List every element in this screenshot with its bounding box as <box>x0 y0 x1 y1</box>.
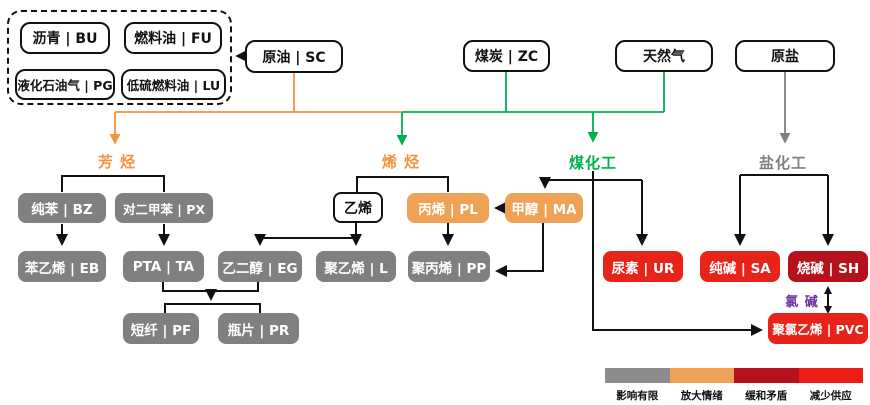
legend-swatches <box>605 368 863 383</box>
node-styrene: 苯乙烯 | EB <box>18 251 106 282</box>
node-polypropylene: 聚丙烯 | PP <box>408 251 490 282</box>
legend-label-limited-impact: 影响有限 <box>616 390 659 402</box>
node-pvc: 聚氯乙烯 | PVC <box>768 313 868 344</box>
legend-swatch-darkred <box>734 368 799 383</box>
node-urea: 尿素 | UR <box>603 251 683 282</box>
node-ethylene: 乙烯 <box>333 192 383 223</box>
node-staple-fiber: 短纤 | PF <box>123 313 199 344</box>
node-bitumen: 沥青 | BU <box>20 22 110 54</box>
node-caustic-soda: 烧碱 | SH <box>788 251 868 282</box>
label-chlor-alkali: 氯 碱 <box>785 295 819 310</box>
node-low-sulfur-fuel-oil: 低硫燃料油 | LU <box>121 69 226 100</box>
node-bottle-chip: 瓶片 | PR <box>218 313 299 344</box>
legend-label-reduced-supply: 减少供应 <box>809 390 852 402</box>
label-olefins: 烯 烃 <box>381 153 421 171</box>
node-natural-gas: 天然气 <box>615 40 713 72</box>
node-methanol: 甲醇 | MA <box>505 193 583 223</box>
node-coal: 煤炭 | ZC <box>463 40 550 72</box>
legend-swatch-gray <box>605 368 670 383</box>
node-pta: PTA | TA <box>123 251 204 282</box>
byproducts-group: 沥青 | BU 燃料油 | FU 液化石油气 | PG 低硫燃料油 | LU <box>7 10 232 105</box>
legend-swatch-red <box>798 368 863 383</box>
label-coal-chemical: 煤化工 <box>568 154 618 172</box>
legend-label-eased-tension: 缓和矛盾 <box>745 390 788 402</box>
node-polyethylene: 聚乙烯 | L <box>316 251 396 282</box>
label-salt-chemical: 盐化工 <box>758 154 808 172</box>
label-aromatics: 芳 烃 <box>97 153 137 171</box>
node-lpg: 液化石油气 | PG <box>15 69 115 100</box>
node-raw-salt: 原盐 <box>735 40 835 72</box>
node-soda-ash: 纯碱 | SA <box>700 251 780 282</box>
node-fuel-oil: 燃料油 | FU <box>124 22 222 54</box>
node-ethylene-glycol: 乙二醇 | EG <box>218 251 302 282</box>
legend-swatch-orange <box>669 368 734 383</box>
node-benzene: 纯苯 | BZ <box>18 193 106 223</box>
node-propylene: 丙烯 | PL <box>407 193 489 223</box>
legend-labels: 影响有限 放大情绪 缓和矛盾 减少供应 <box>605 388 863 403</box>
legend-label-amplified-sentiment: 放大情绪 <box>680 390 723 402</box>
node-paraxylene: 对二甲苯 | PX <box>115 193 213 223</box>
node-crude-oil: 原油 | SC <box>245 40 343 73</box>
